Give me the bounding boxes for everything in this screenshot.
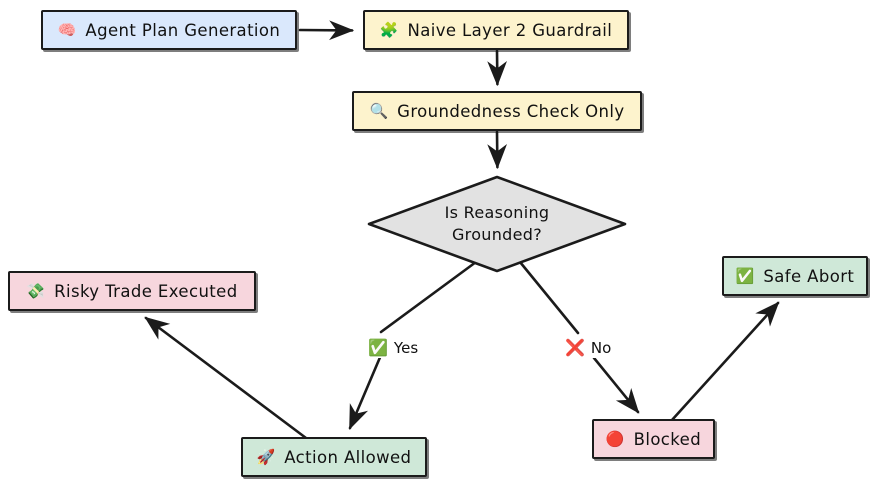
edge-decision-yes-tail <box>348 353 383 430</box>
node-groundedness-check-only[interactable]: 🔍 Groundedness Check Only <box>352 91 642 131</box>
node-is-reasoning-grounded[interactable]: Is Reasoning Grounded? <box>366 174 628 274</box>
check-mark-icon: ✅ <box>368 338 388 357</box>
edge-action-to-risky <box>144 316 308 440</box>
node-agent-plan-generation[interactable]: 🧠 Agent Plan Generation <box>41 10 297 50</box>
node-safe-abort[interactable]: ✅ Safe Abort <box>722 256 868 296</box>
check-box-icon: ✅ <box>735 266 755 285</box>
rocket-icon: 🚀 <box>256 447 276 466</box>
edge-label-yes: ✅ Yes <box>366 338 421 358</box>
node-label: Risky Trade Executed <box>54 281 238 301</box>
node-risky-trade-executed[interactable]: 💸 Risky Trade Executed <box>8 271 256 311</box>
puzzle-piece-icon: 🧩 <box>379 20 399 39</box>
node-label: Safe Abort <box>763 266 855 286</box>
node-naive-layer-2-guardrail[interactable]: 🧩 Naive Layer 2 Guardrail <box>363 10 629 50</box>
edge-label-text: No <box>590 339 612 357</box>
node-label: Is Reasoning Grounded? <box>445 202 550 245</box>
magnifying-glass-icon: 🔍 <box>369 101 389 120</box>
node-label: Blocked <box>633 429 702 449</box>
node-label-line-1: Is Reasoning <box>444 203 550 223</box>
money-icon: 💸 <box>26 281 46 300</box>
node-label-line-2: Grounded? <box>451 225 543 244</box>
node-blocked[interactable]: 🔴 Blocked <box>592 419 715 459</box>
node-label: Agent Plan Generation <box>85 20 281 40</box>
node-label: Naive Layer 2 Guardrail <box>407 20 613 40</box>
edge-blocked-to-safe-abort <box>670 301 780 422</box>
node-label: Groundedness Check Only <box>397 101 625 121</box>
edge-label-no: ❌ No <box>563 338 614 358</box>
cross-mark-icon: ❌ <box>565 338 585 357</box>
node-label: Action Allowed <box>284 447 412 467</box>
edge-label-text: Yes <box>393 339 419 357</box>
diamond-shape <box>367 175 627 273</box>
stop-circle-icon: 🔴 <box>605 429 625 448</box>
node-action-allowed[interactable]: 🚀 Action Allowed <box>241 437 427 477</box>
edge-decision-no-tail <box>592 356 640 414</box>
brain-icon: 🧠 <box>57 20 77 39</box>
